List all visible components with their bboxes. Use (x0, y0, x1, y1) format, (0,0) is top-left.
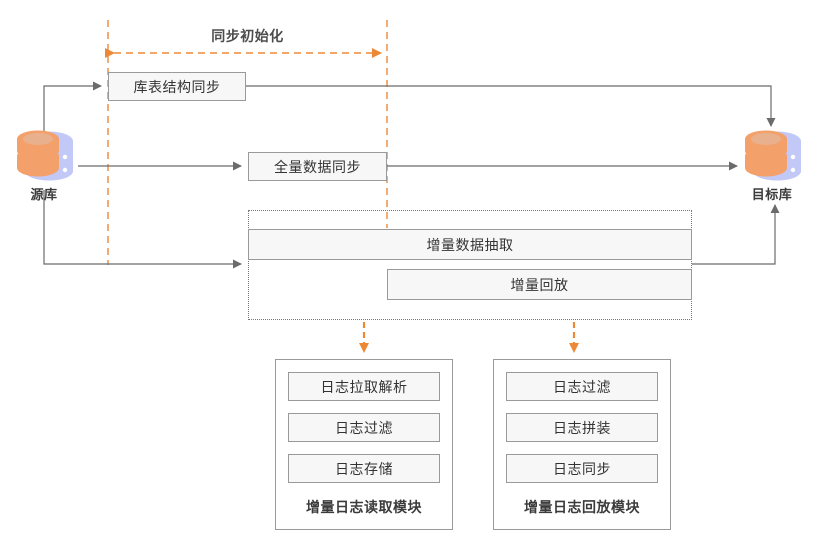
module-item-log-filter-replay[interactable]: 日志过滤 (506, 372, 658, 401)
module-caption-log-read: 增量日志读取模块 (306, 499, 422, 515)
edge-incr-to-target (692, 204, 780, 265)
target-database-icon (745, 130, 801, 181)
incremental-group-container (248, 210, 692, 320)
target-database-label: 目标库 (751, 187, 793, 202)
stage-incr-extract[interactable]: 增量数据抽取 (248, 229, 692, 260)
stage-schema-sync[interactable]: 库表结构同步 (108, 72, 246, 101)
module-item-log-filter-read[interactable]: 日志过滤 (288, 413, 440, 442)
source-database-icon (17, 130, 73, 181)
edge-source-to-incr-extract (43, 190, 242, 269)
stage-full-data-sync[interactable]: 全量数据同步 (248, 152, 387, 181)
module-item-log-pull-parse[interactable]: 日志拉取解析 (288, 372, 440, 401)
module-item-log-sync[interactable]: 日志同步 (506, 454, 658, 483)
module-log-replay-module (493, 359, 671, 530)
source-database-label: 源库 (30, 187, 58, 202)
module-log-read-module (275, 359, 453, 530)
stage-incr-replay[interactable]: 增量回放 (387, 269, 692, 300)
module-item-log-store[interactable]: 日志存储 (288, 454, 440, 483)
module-caption-log-replay: 增量日志回放模块 (524, 499, 640, 515)
module-item-log-assemble[interactable]: 日志拼装 (506, 413, 658, 442)
edge-schema-sync-to-target (245, 85, 776, 127)
phase-label: 同步初始化 (211, 28, 284, 44)
